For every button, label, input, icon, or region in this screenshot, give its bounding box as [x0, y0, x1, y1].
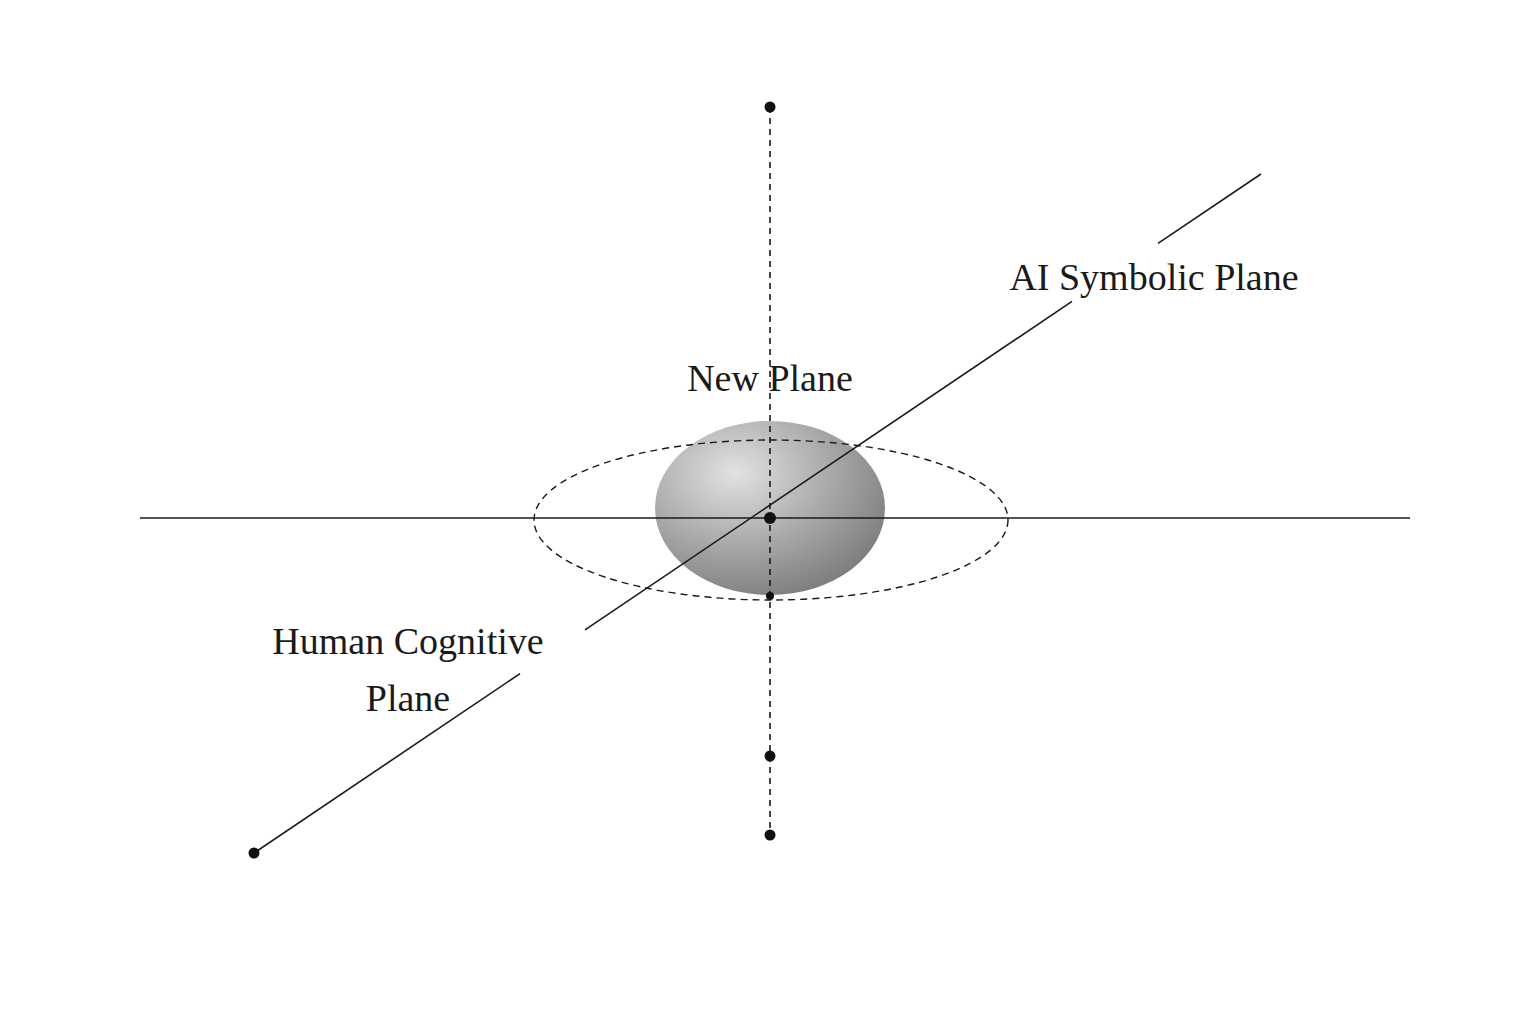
axis-dot [249, 848, 260, 859]
plane-heading: New Plane [555, 355, 985, 401]
sphere-node: New Plane [655, 421, 885, 595]
sphere-shape [655, 421, 885, 595]
axis-dot [765, 830, 776, 841]
sphere-fill [655, 421, 885, 595]
diagonal-axis [585, 301, 1072, 629]
plane-label: Human Cognitive Plane [238, 613, 578, 727]
plane-label: AI Symbolic Plane [954, 249, 1354, 306]
diagonal-axis [1158, 174, 1261, 243]
axis-dot [765, 751, 776, 762]
axis-dot [765, 102, 776, 113]
